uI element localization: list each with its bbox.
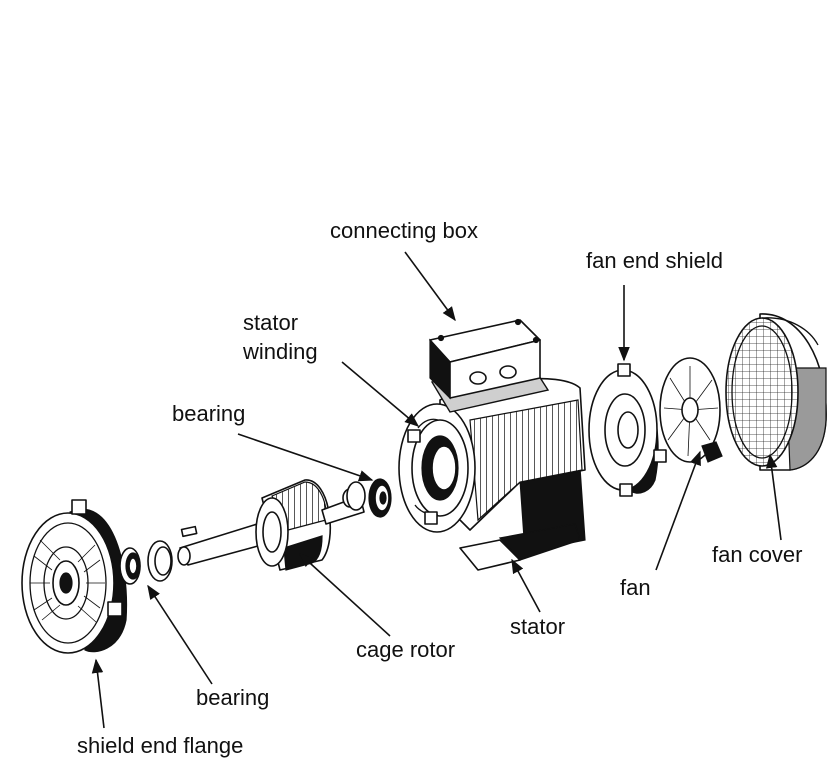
label-connecting-box: connecting box [330, 218, 478, 243]
connecting-box [429, 318, 550, 413]
label-stator: stator [510, 614, 566, 639]
stator-housing [398, 377, 586, 571]
bearing-left [119, 540, 173, 585]
label-stator-winding-line2: winding [243, 339, 318, 364]
label-bearing-bottom: bearing [196, 685, 270, 710]
label-shield-end-flange: shield end flange [77, 733, 244, 758]
label-fan-cover: fan cover [712, 542, 803, 567]
fan-cover [725, 313, 827, 471]
shield-end-flange [21, 499, 128, 654]
bearing-right [346, 478, 392, 518]
fan-end-shield [588, 363, 667, 497]
label-fan-end-shield: fan end shield [586, 248, 723, 273]
fan [659, 357, 723, 463]
label-stator-winding-line1: stator [243, 310, 299, 335]
label-bearing-top: bearing [172, 401, 246, 426]
label-cage-rotor: cage rotor [356, 637, 456, 662]
label-fan: fan [620, 575, 651, 600]
cage-rotor [177, 479, 365, 571]
